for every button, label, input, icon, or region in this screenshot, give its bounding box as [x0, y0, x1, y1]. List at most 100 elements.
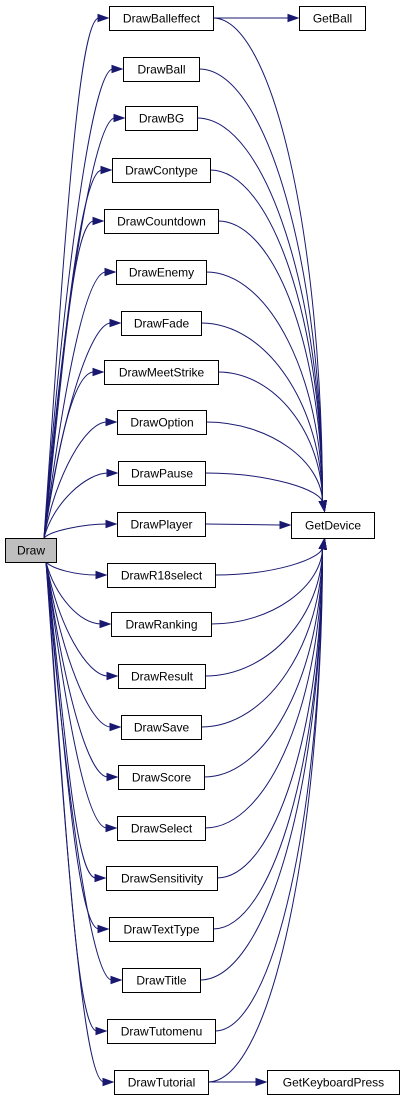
edge-arrowhead — [105, 519, 118, 529]
edge-arrowhead — [287, 13, 300, 23]
node-box — [111, 612, 212, 637]
edge-draw-to-draw-select — [45, 561, 118, 833]
edge-line — [212, 17, 323, 504]
node-box — [117, 512, 206, 537]
node-draw-option[interactable]: DrawOption — [117, 410, 207, 435]
node-draw[interactable]: Draw — [5, 538, 57, 563]
edge-draw-balleffect-to-get-ball — [213, 13, 300, 23]
node-label: Draw — [17, 544, 45, 558]
node-draw-text-type[interactable]: DrawTextType — [109, 917, 214, 942]
node-label: DrawOption — [130, 416, 193, 430]
node-draw-select[interactable]: DrawSelect — [117, 816, 206, 841]
node-label: DrawScore — [132, 771, 192, 785]
edge-draw-r18select-to-get-device — [214, 537, 327, 576]
node-get-ball[interactable]: GetBall — [299, 6, 366, 31]
edge-arrowhead — [99, 619, 112, 629]
node-label: DrawEnemy — [129, 266, 194, 280]
edge-line — [43, 169, 103, 539]
node-label: DrawR18select — [121, 569, 203, 583]
edge-line — [45, 561, 98, 576]
node-box — [106, 866, 218, 891]
node-draw-ball[interactable]: DrawBall — [123, 57, 200, 82]
node-box — [121, 311, 202, 336]
edge-line — [43, 371, 95, 539]
node-draw-tutomenu[interactable]: DrawTutomenu — [107, 1019, 216, 1044]
node-draw-title[interactable]: DrawTitle — [122, 968, 201, 993]
edge-draw-title-to-get-device — [199, 537, 327, 981]
edge-draw-to-draw-enemy — [43, 267, 117, 539]
node-draw-tutorial[interactable]: DrawTutorial — [114, 1070, 209, 1095]
edge-draw-fade-to-get-device — [200, 322, 327, 513]
edge-line — [45, 561, 112, 728]
edge-draw-ranking-to-get-device — [210, 537, 327, 625]
node-draw-ranking[interactable]: DrawRanking — [111, 612, 212, 637]
edge-line — [196, 117, 323, 504]
edge-draw-to-draw-player — [43, 519, 118, 539]
edge-line — [43, 421, 108, 539]
node-box — [104, 209, 219, 234]
node-draw-balleffect[interactable]: DrawBalleffect — [109, 6, 214, 31]
edge-arrowhead — [279, 520, 292, 530]
node-label: DrawCountdown — [117, 215, 206, 229]
edge-arrowhead — [110, 975, 123, 985]
edge-arrowhead — [97, 924, 110, 934]
node-box — [116, 260, 207, 285]
node-draw-enemy[interactable]: DrawEnemy — [116, 260, 207, 285]
node-label: DrawTutomenu — [121, 1025, 203, 1039]
edge-line — [209, 169, 323, 504]
node-box — [109, 917, 214, 942]
edge-draw-tutorial-to-get-device — [207, 537, 327, 1083]
node-label: DrawSave — [134, 721, 190, 735]
node-draw-meet-strike[interactable]: DrawMeetStrike — [104, 360, 219, 385]
node-draw-player[interactable]: DrawPlayer — [117, 512, 206, 537]
edge-draw-to-draw-score — [45, 561, 119, 782]
node-draw-score[interactable]: DrawScore — [118, 765, 205, 790]
node-get-device[interactable]: GetDevice — [291, 512, 375, 539]
edge-line — [200, 322, 323, 504]
edge-draw-to-draw-pause — [43, 468, 119, 539]
edge-draw-save-to-get-device — [200, 537, 327, 728]
edge-draw-to-draw-save — [45, 561, 122, 732]
edge-arrowhead — [94, 873, 107, 883]
node-draw-sensitivity[interactable]: DrawSensitivity — [106, 866, 218, 891]
node-label: DrawBG — [139, 112, 184, 126]
node-draw-save[interactable]: DrawSave — [121, 715, 202, 740]
node-label: DrawBall — [137, 63, 185, 77]
edge-line — [45, 561, 97, 879]
node-draw-countdown[interactable]: DrawCountdown — [104, 209, 219, 234]
edge-draw-bg-to-get-device — [196, 117, 327, 513]
node-box — [118, 461, 206, 486]
edge-line — [207, 546, 323, 1083]
node-draw-pause[interactable]: DrawPause — [118, 461, 206, 486]
node-box — [107, 563, 216, 588]
node-label: DrawTutorial — [128, 1076, 196, 1090]
node-box — [117, 410, 207, 435]
edge-arrowhead — [92, 216, 105, 226]
edge-arrowhead — [92, 367, 105, 377]
node-label: DrawTitle — [136, 974, 187, 988]
edge-arrowhead — [105, 417, 118, 427]
edge-line — [43, 271, 107, 539]
edge-arrowhead — [106, 671, 119, 681]
node-box — [291, 512, 375, 539]
edge-draw-to-draw-ball — [43, 64, 124, 539]
node-get-keyboard-press[interactable]: GetKeyboardPress — [267, 1070, 400, 1095]
edge-line — [45, 561, 108, 829]
edge-line — [205, 421, 323, 504]
edge-arrowhead — [255, 1077, 268, 1087]
edge-draw-player-to-get-device — [204, 520, 292, 530]
node-draw-bg[interactable]: DrawBG — [125, 106, 198, 131]
node-draw-r18select[interactable]: DrawR18select — [107, 563, 216, 588]
node-label: GetDevice — [305, 519, 361, 533]
node-label: DrawBalleffect — [123, 12, 201, 26]
node-draw-result[interactable]: DrawResult — [118, 664, 206, 689]
node-draw-contype[interactable]: DrawContype — [112, 158, 211, 183]
edge-line — [214, 546, 323, 1032]
node-draw-fade[interactable]: DrawFade — [121, 311, 202, 336]
edge-draw-tutorial-to-get-keyboard-press — [208, 1077, 268, 1087]
edge-arrowhead — [104, 267, 117, 277]
edge-draw-to-draw-ranking — [45, 561, 112, 629]
edge-draw-to-draw-countdown — [43, 216, 105, 539]
edge-arrowhead — [95, 570, 108, 580]
edge-line — [45, 561, 109, 778]
